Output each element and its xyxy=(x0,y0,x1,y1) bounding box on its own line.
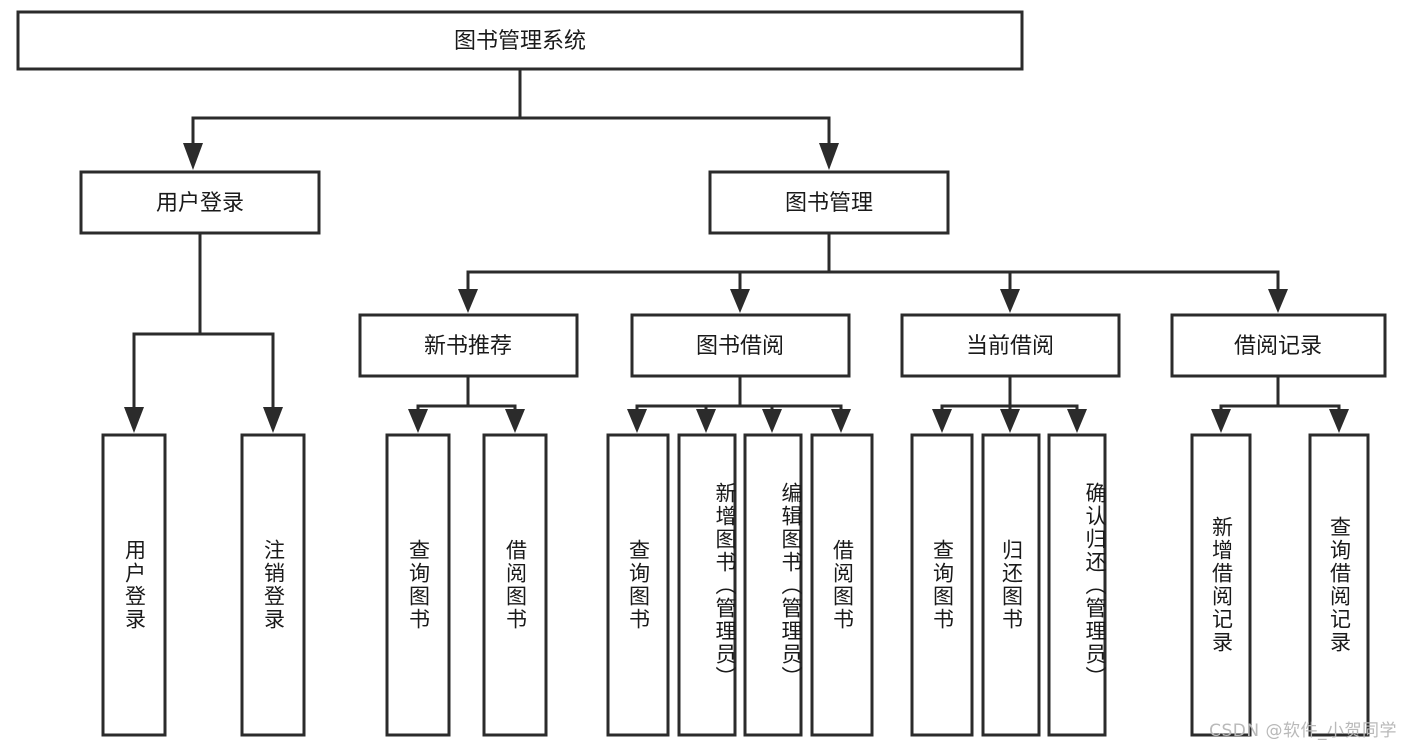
arrow-head-icon xyxy=(124,407,144,433)
node-label: 图书管理 xyxy=(785,191,873,216)
connector-user-login-to-leaves xyxy=(124,231,283,433)
node-box-shape xyxy=(79,170,321,235)
node-label: 用户登录 xyxy=(156,191,244,216)
arrow-head-icon xyxy=(458,289,478,313)
node-label: 图书借阅 xyxy=(696,334,784,359)
node-box-shape xyxy=(630,313,851,378)
arrow-head-icon xyxy=(1211,409,1231,433)
leaf-box-query-book-current[interactable] xyxy=(910,433,974,737)
node-label: 当前借阅 xyxy=(966,334,1054,359)
leaf-box-query-book-borrow[interactable] xyxy=(606,433,670,737)
node-label: 图书管理系统 xyxy=(454,29,586,54)
node-book-borrow[interactable]: 图书借阅 xyxy=(630,313,851,378)
arrow-head-icon xyxy=(819,143,839,170)
connector-root-to-level2 xyxy=(183,67,839,170)
arrow-head-icon xyxy=(505,409,525,433)
arrow-head-icon xyxy=(627,409,647,433)
arrow-head-icon xyxy=(263,407,283,433)
connector-borrow-record-to-leaves xyxy=(1211,374,1349,433)
arrow-head-icon xyxy=(1067,409,1087,433)
node-root-book-management-system[interactable]: 图书管理系统 xyxy=(16,10,1024,71)
arrow-head-icon xyxy=(1000,289,1020,313)
leaf-box-user-logout-action[interactable] xyxy=(240,433,306,737)
leaf-box-query-borrow-record[interactable] xyxy=(1308,433,1370,737)
arrow-head-icon xyxy=(762,409,782,433)
node-user-login[interactable]: 用户登录 xyxy=(79,170,321,235)
leaf-box-user-login-action[interactable] xyxy=(101,433,167,737)
node-box-shape xyxy=(708,170,950,235)
connector-book-manage-to-level3 xyxy=(458,231,1288,313)
leaf-box-query-book-recommend[interactable] xyxy=(385,433,451,737)
watermark-text: CSDN @软件_小贺同学 xyxy=(1209,721,1397,741)
connector-book-borrow-to-leaves xyxy=(627,374,851,433)
leaf-box-borrow-book-action[interactable] xyxy=(810,433,874,737)
node-box-shape xyxy=(1170,313,1387,378)
node-book-manage[interactable]: 图书管理 xyxy=(708,170,950,235)
node-label: 借阅记录 xyxy=(1234,334,1322,359)
arrow-head-icon xyxy=(1000,409,1020,433)
leaf-box-edit-book-admin[interactable] xyxy=(743,433,803,737)
arrow-head-icon xyxy=(1268,289,1288,313)
leaf-box-borrow-book-recommend[interactable] xyxy=(482,433,548,737)
node-box-shape xyxy=(358,313,579,378)
leaf-box-add-borrow-record[interactable] xyxy=(1190,433,1252,737)
connector-current-borrow-to-leaves xyxy=(932,374,1087,433)
node-box-shape xyxy=(16,10,1024,71)
node-borrow-record[interactable]: 借阅记录 xyxy=(1170,313,1387,378)
node-new-book-recommend[interactable]: 新书推荐 xyxy=(358,313,579,378)
arrow-head-icon xyxy=(831,409,851,433)
leaf-box-return-book[interactable] xyxy=(981,433,1041,737)
arrow-head-icon xyxy=(696,409,716,433)
arrow-head-icon xyxy=(932,409,952,433)
leaf-box-confirm-return-admin[interactable] xyxy=(1047,433,1107,737)
arrow-head-icon xyxy=(1329,409,1349,433)
node-current-borrow[interactable]: 当前借阅 xyxy=(900,313,1121,378)
connector-new-book-recommend-to-leaves xyxy=(408,374,525,433)
arrow-head-icon xyxy=(408,409,428,433)
node-label: 新书推荐 xyxy=(424,334,512,359)
leaf-box-add-book-admin[interactable] xyxy=(677,433,737,737)
arrow-head-icon xyxy=(730,289,750,313)
node-box-shape xyxy=(900,313,1121,378)
arrow-head-icon xyxy=(183,143,203,170)
